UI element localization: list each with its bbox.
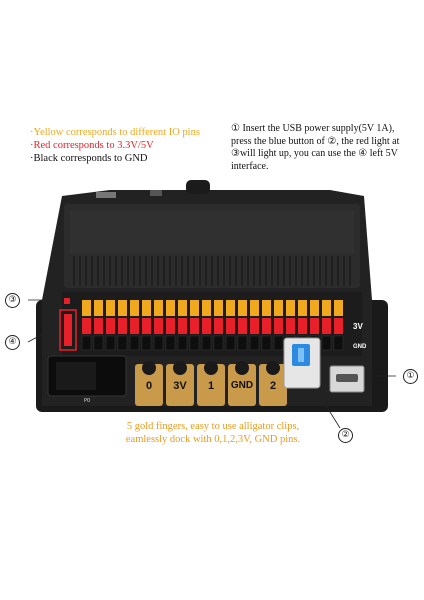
pad-label-gnd: GND <box>230 380 254 391</box>
callout-4: ④ <box>5 335 20 350</box>
gold-fingers <box>135 361 287 406</box>
legend-black: ·Black corresponds to GND <box>30 153 148 164</box>
pad-label-0: 0 <box>145 380 153 392</box>
pad-label-1: 1 <box>207 380 215 392</box>
callout-3: ③ <box>5 293 20 308</box>
left-5v-header <box>59 309 77 351</box>
usb-instruction: ① Insert the USB power supply(5V 1A), pr… <box>231 123 400 172</box>
gold-fingers-note-line1: 5 gold fingers, easy to use alligator cl… <box>126 421 300 432</box>
gold-fingers-note-line2: eamlessly dock with 0,1,2,3V, GND pins. <box>125 434 301 445</box>
power-led <box>64 298 70 304</box>
yellow-io-pins <box>82 300 343 316</box>
red-power-pins <box>82 318 343 334</box>
side-label-3v: 3V <box>353 322 363 331</box>
callout-2: ② <box>338 428 353 443</box>
pad-label-3v: 3V <box>173 380 187 392</box>
legend-yellow: ·Yellow corresponds to different IO pins <box>30 127 200 138</box>
side-label-gnd: GND <box>353 344 367 350</box>
pad-label-2: 2 <box>269 380 277 392</box>
port-label-p0: P0 <box>84 398 91 404</box>
callout-1: ① <box>403 369 418 384</box>
legend-red: ·Red corresponds to 3.3V/5V <box>30 140 154 151</box>
